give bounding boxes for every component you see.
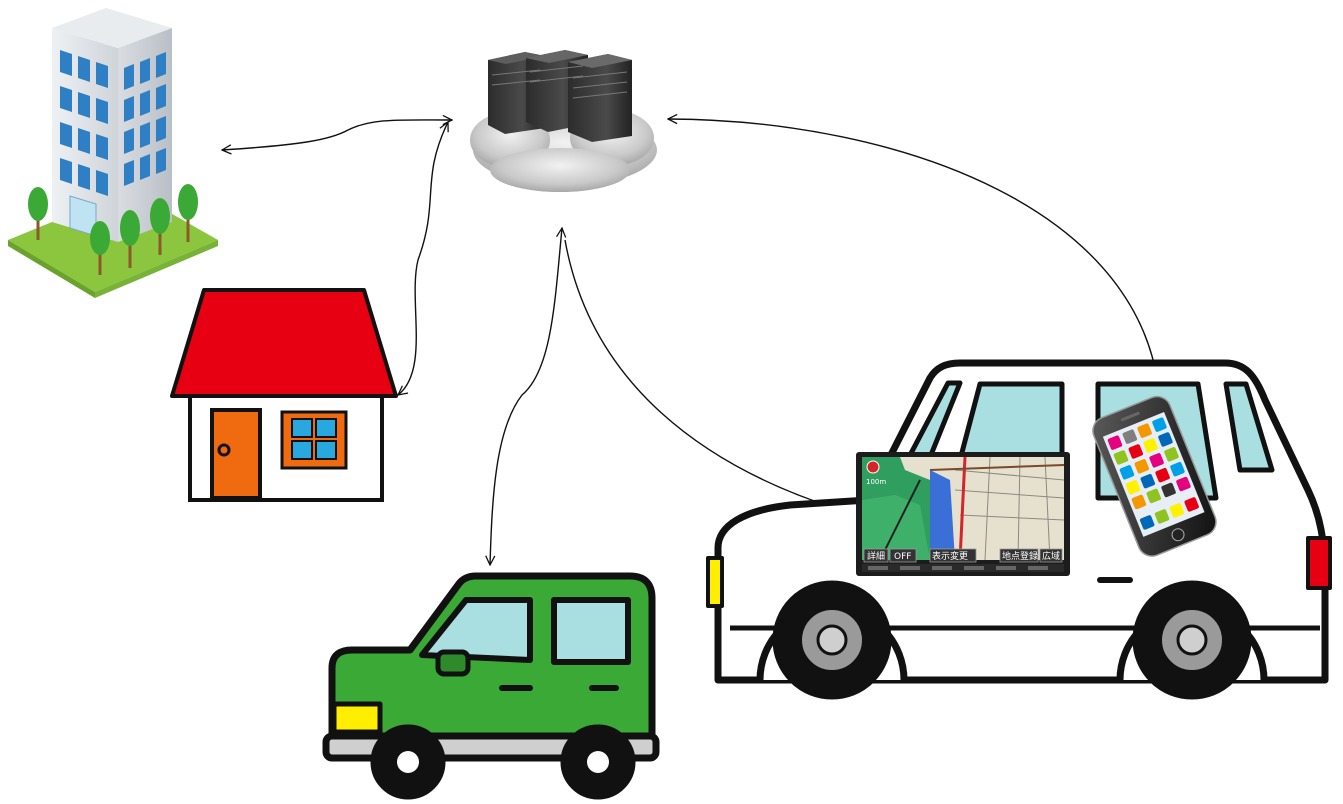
green-car-icon	[326, 576, 656, 796]
server-racks	[488, 50, 632, 142]
nav-button-register-point[interactable]: 地点登録	[1002, 550, 1038, 562]
nav-button-off[interactable]: OFF	[894, 552, 911, 562]
edge-server-navigation	[565, 240, 858, 515]
nav-button-bar: 詳細 OFF 表示変更 地点登録 広域	[864, 549, 1062, 562]
nav-button-wide-area[interactable]: 広域	[1042, 550, 1060, 562]
edge-server-house	[398, 122, 448, 395]
house-window	[282, 412, 346, 468]
office-building-icon	[8, 8, 218, 298]
nav-button-detail[interactable]: 詳細	[867, 550, 885, 562]
edge-server-green-car	[490, 228, 562, 565]
server-cloud-icon	[470, 50, 657, 192]
nav-scale-label: 100m	[866, 478, 886, 486]
house-icon	[172, 290, 396, 500]
edge-server-office	[222, 120, 452, 150]
car-navigation-icon: 100m 詳細 OFF 表示変更 地点登録 広域	[856, 452, 1070, 576]
nav-button-display-change[interactable]: 表示変更	[932, 550, 968, 562]
